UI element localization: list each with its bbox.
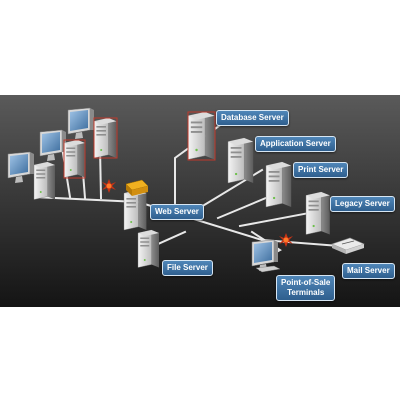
label-pos-line-2: Terminals <box>287 288 325 297</box>
label-print-server: Print Server <box>293 162 349 178</box>
application-server-tower <box>227 137 254 184</box>
label-web-server: Web Server <box>150 204 204 220</box>
workstation-3-tower <box>93 117 117 159</box>
label-database-server: Database Server <box>216 110 289 126</box>
print-server-tower <box>265 161 292 208</box>
database-server-tower <box>187 111 216 160</box>
workstation-2-tower <box>63 139 86 178</box>
label-file-server: File Server <box>162 260 213 276</box>
label-mail-server: Mail Server <box>342 263 395 279</box>
lock-icon <box>125 179 149 196</box>
point-of-sale-base <box>255 265 281 273</box>
label-point-of-sale-terminals: Point-of-Sale Terminals <box>276 275 336 301</box>
legacy-server-tower <box>305 191 331 235</box>
mail-tray-icon <box>331 237 365 254</box>
label-pos-line-1: Point-of-Sale <box>281 278 331 287</box>
workstation-1-tower <box>33 161 56 200</box>
label-application-server: Application Server <box>255 136 336 152</box>
label-legacy-server: Legacy Server <box>330 196 395 212</box>
web-server-tower <box>123 189 147 231</box>
file-server-tower <box>137 229 160 268</box>
